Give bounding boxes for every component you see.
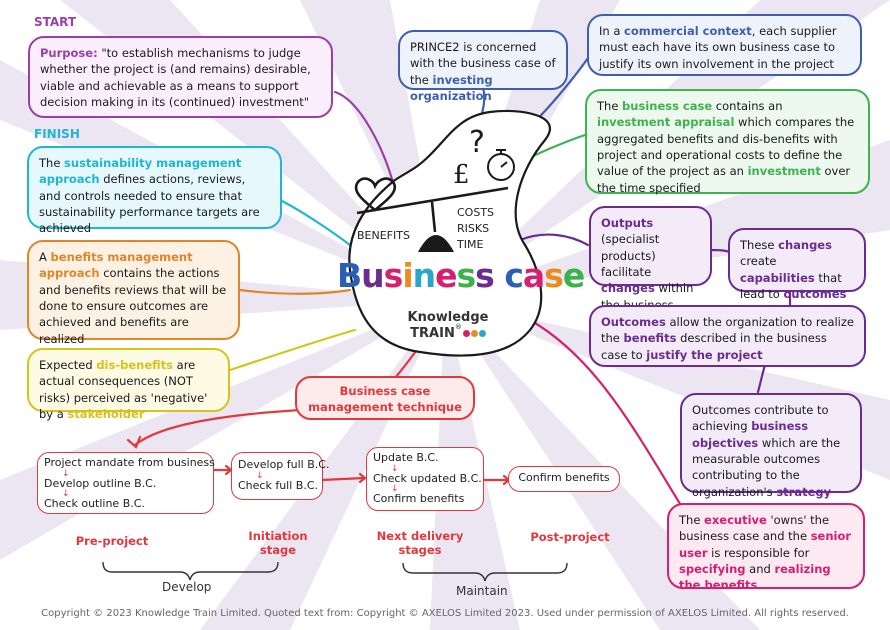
benefits-label: BENEFITS (357, 229, 410, 242)
costs-label: COSTS (457, 206, 495, 219)
copyright-notice: Copyright © 2023 Knowledge Train Limited… (41, 608, 849, 619)
step-item: Check outline B.C. (44, 497, 145, 511)
changes-box: These changes create capabilities that l… (728, 228, 866, 301)
develop-label: Develop (162, 580, 212, 594)
center-blob (348, 109, 552, 357)
costs-risks-time: COSTS RISKS TIME (457, 205, 494, 253)
finish-label: FINISH (34, 127, 80, 141)
knowledge-train-logo: Knowledge TRAIN® (407, 310, 489, 341)
stage-post-project: Post-project (530, 530, 610, 544)
heart-icon (354, 177, 397, 212)
commercial-box: In a commercial context, each supplier m… (587, 14, 862, 76)
start-label: START (34, 15, 77, 29)
stage-pre-project: Pre-project (75, 534, 149, 548)
benefits-approach-box: A benefits management approach contains … (27, 240, 240, 346)
objectives-box: Outcomes contribute to achieving busines… (680, 393, 862, 499)
maintain-label: Maintain (456, 584, 508, 598)
executive-box: The executive 'owns' the business case a… (667, 503, 865, 592)
sustainability-box: The sustainability management approach d… (27, 146, 282, 235)
business-case-box: The business case contains an investment… (585, 89, 870, 195)
step-item: Update B.C. (373, 451, 439, 464)
disbenefits-box: Expected dis-benefits are actual consequ… (27, 348, 230, 421)
purpose-box: Purpose: "to establish mechanisms to jud… (28, 36, 333, 118)
step-item: Confirm benefits (373, 492, 465, 506)
pre-project-steps: Project mandate from business ↓ Develop … (37, 452, 215, 514)
time-label: TIME (457, 237, 484, 251)
stage-next-delivery: Next delivery stages (376, 529, 464, 557)
outputs-box: Outputs (specialist products) facilitate… (589, 206, 712, 312)
risks-label: RISKS (457, 221, 490, 235)
step-item: Confirm benefits (518, 471, 610, 484)
step-item: Check full B.C. (238, 478, 319, 492)
stopwatch-icon (487, 149, 515, 181)
technique-title-box: Business case management technique (295, 376, 475, 420)
step-item: Project mandate from business (44, 456, 215, 469)
post-project-steps: Confirm benefits (508, 466, 620, 492)
prince2-box: PRINCE2 is concerned with the business c… (398, 30, 568, 103)
step-item: Develop outline B.C. (44, 476, 157, 490)
business-case-title: Business case (337, 256, 585, 295)
outcomes-box: Outcomes allow the organization to reali… (589, 305, 866, 367)
pound-icon: £ (453, 160, 470, 190)
stage-initiation: Initiation stage (248, 529, 308, 557)
step-item: Check updated B.C. (373, 471, 482, 485)
question-icon: ? (469, 125, 485, 160)
next-stage-steps: Update B.C. ↓ Check updated B.C. ↓ Confi… (366, 447, 484, 511)
initiation-steps: Develop full B.C. ↓ Check full B.C. (231, 452, 330, 500)
step-item: Develop full B.C. (238, 458, 330, 471)
